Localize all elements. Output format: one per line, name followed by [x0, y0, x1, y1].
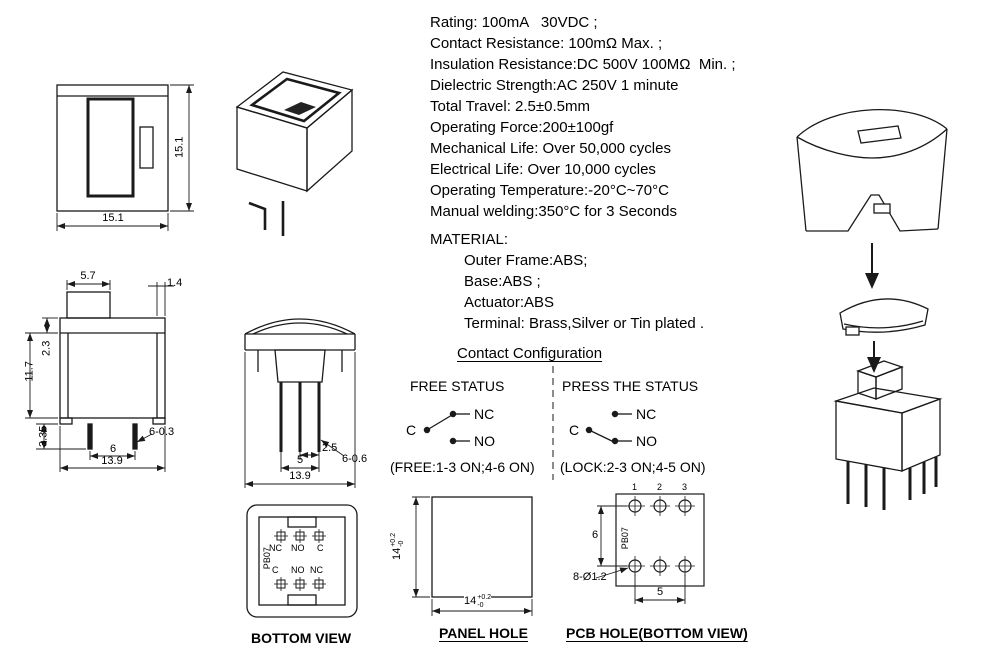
panel-dim-bottom-base: 14: [464, 595, 477, 608]
panel-dim-bottom-sup: +0.2: [477, 594, 492, 601]
side-dim-5-7: 5.7: [80, 270, 96, 282]
side-dim-3-35: 3.35: [37, 425, 50, 448]
panel-hole-caption: PANEL HOLE: [439, 625, 528, 641]
side-dim-6: 6: [109, 443, 117, 455]
side-dim-2-3: 2.3: [40, 340, 53, 356]
front-height-dim: 15.1: [173, 136, 186, 159]
contact-config-title: Contact Configuration: [457, 345, 603, 362]
contact-config-drawing: [423, 366, 632, 480]
panel-dim-left: 14 +0.2 -0: [390, 532, 406, 561]
panel-dim-left-base: 14: [391, 547, 404, 561]
material-actuator: Actuator:ABS: [464, 294, 555, 311]
side-dim-1-4: 1.4: [167, 277, 183, 289]
bottom-bot-row-nc: NC: [310, 565, 323, 575]
free-c-label: C: [406, 422, 417, 438]
center-dim-5: 5: [296, 454, 304, 466]
bottom-bot-row-c: C: [272, 565, 279, 575]
free-note: (FREE:1-3 ON;4-6 ON): [390, 459, 535, 475]
center-view-drawing: [244, 318, 356, 488]
material-title: MATERIAL:: [430, 231, 509, 248]
pcb-row-pitch-dim: 6: [592, 529, 599, 541]
panel-dim-bottom-sub: -0: [477, 601, 484, 609]
front-width-dim: 15.1: [102, 212, 124, 224]
bottom-top-row-c: C: [317, 543, 324, 553]
pcb-hole-drawing: [595, 493, 705, 604]
spec-line-rating: Rating: 100mA 30VDC ;: [430, 14, 598, 31]
press-no-label: NO: [636, 433, 657, 449]
front-view-drawing: [56, 84, 194, 231]
free-status-title: FREE STATUS: [410, 378, 505, 394]
spec-line-welding: Manual welding:350°C for 3 Seconds: [430, 203, 677, 220]
spec-line-dielectric: Dielectric Strength:AC 250V 1 minute: [430, 77, 679, 94]
center-dim-2-5: 2.5: [322, 442, 338, 454]
press-status-title: PRESS THE STATUS: [562, 378, 699, 394]
side-dim-6-0-3: 6-0.3: [149, 426, 175, 438]
bottom-model-label: PB07: [261, 547, 272, 570]
material-frame: Outer Frame:ABS;: [464, 252, 588, 269]
pcb-model-label: PB07: [619, 527, 630, 550]
panel-dim-left-sub: -0: [397, 540, 405, 547]
iso-view-drawing: [235, 71, 354, 236]
press-c-label: C: [569, 422, 580, 438]
panel-dim-bottom: 14 +0.2 -0: [464, 594, 492, 609]
spec-line-contact-res: Contact Resistance: 100mΩ Max. ;: [430, 35, 663, 52]
spec-line-temperature: Operating Temperature:-20°C~70°C: [430, 182, 669, 199]
spec-line-elec-life: Electrical Life: Over 10,000 cycles: [430, 161, 656, 178]
exploded-view-drawing: [796, 109, 948, 510]
pcb-pin-3: 3: [682, 482, 688, 492]
spec-line-mech-life: Mechanical Life: Over 50,000 cycles: [430, 140, 671, 157]
panel-dim-bottom-tolerance: +0.2 -0: [477, 594, 491, 609]
material-base: Base:ABS ;: [464, 273, 541, 290]
center-dim-13-9: 13.9: [289, 470, 311, 482]
pcb-hole-caption: PCB HOLE(BOTTOM VIEW): [566, 625, 748, 641]
bottom-view-caption: BOTTOM VIEW: [251, 630, 352, 646]
bottom-top-row-no: NO: [291, 543, 305, 553]
bottom-view-drawing: [246, 504, 358, 618]
panel-dim-left-tolerance: +0.2 -0: [390, 533, 405, 547]
bottom-top-row-nc: NC: [269, 543, 282, 553]
pcb-col-pitch-dim: 5: [657, 586, 664, 598]
spec-line-insulation: Insulation Resistance:DC 500V 100MΩ Min.…: [430, 56, 736, 73]
free-nc-label: NC: [474, 406, 495, 422]
center-dim-6-0-6: 6-0.6: [342, 453, 368, 465]
free-no-label: NO: [474, 433, 495, 449]
pcb-pin-1: 1: [632, 482, 638, 492]
pcb-pin-2: 2: [657, 482, 663, 492]
press-nc-label: NC: [636, 406, 657, 422]
spec-line-travel: Total Travel: 2.5±0.5mm: [430, 98, 590, 115]
material-terminal: Terminal: Brass,Silver or Tin plated .: [464, 315, 705, 332]
pcb-hole-note: 8-Ø1.2: [573, 571, 607, 583]
spec-line-force: Operating Force:200±100gf: [430, 119, 614, 136]
side-dim-11-7: 11.7: [23, 361, 36, 382]
bottom-bot-row-no: NO: [291, 565, 305, 575]
panel-dim-left-sup: +0.2: [390, 532, 398, 547]
lock-note: (LOCK:2-3 ON;4-5 ON): [560, 459, 706, 475]
side-dim-13-9: 13.9: [101, 455, 123, 467]
side-view-drawing: [25, 280, 174, 472]
